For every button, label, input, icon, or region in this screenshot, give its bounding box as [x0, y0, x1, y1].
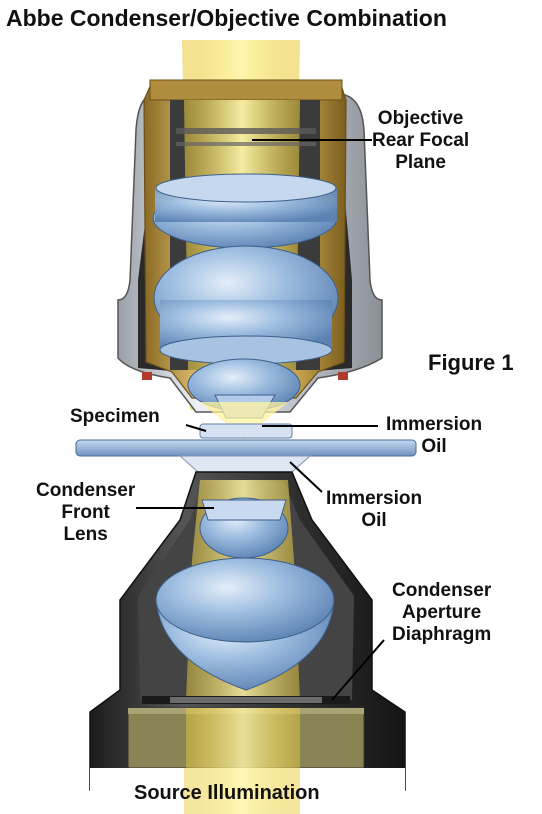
objective-top-ring [149, 79, 343, 101]
label-specimen: Specimen [70, 406, 160, 427]
pointer-specimen [185, 424, 207, 432]
immersion-oil-bottom [178, 455, 312, 473]
immersion-oil-top [199, 423, 293, 439]
glass-slide [75, 439, 417, 457]
label-source-illumination: Source Illumination [134, 782, 320, 804]
label-immersion-oil-top: Immersion Oil [386, 414, 483, 457]
figure-label: Figure 1 [428, 350, 514, 375]
pointer-immersion-oil-bottom [289, 461, 323, 493]
label-condenser-aperture-diaphragm: Condenser Aperture Diaphragm [392, 580, 492, 645]
label-condenser-front-lens: Condenser Front Lens [36, 480, 136, 545]
label-immersion-oil-bottom: Immersion Oil [326, 488, 423, 531]
label-objective-rear-focal-plane: Objective Rear Focal Plane [372, 108, 470, 173]
page-title: Abbe Condenser/Objective Combination [6, 5, 447, 31]
pointer-aperture-diaphragm [331, 639, 385, 701]
